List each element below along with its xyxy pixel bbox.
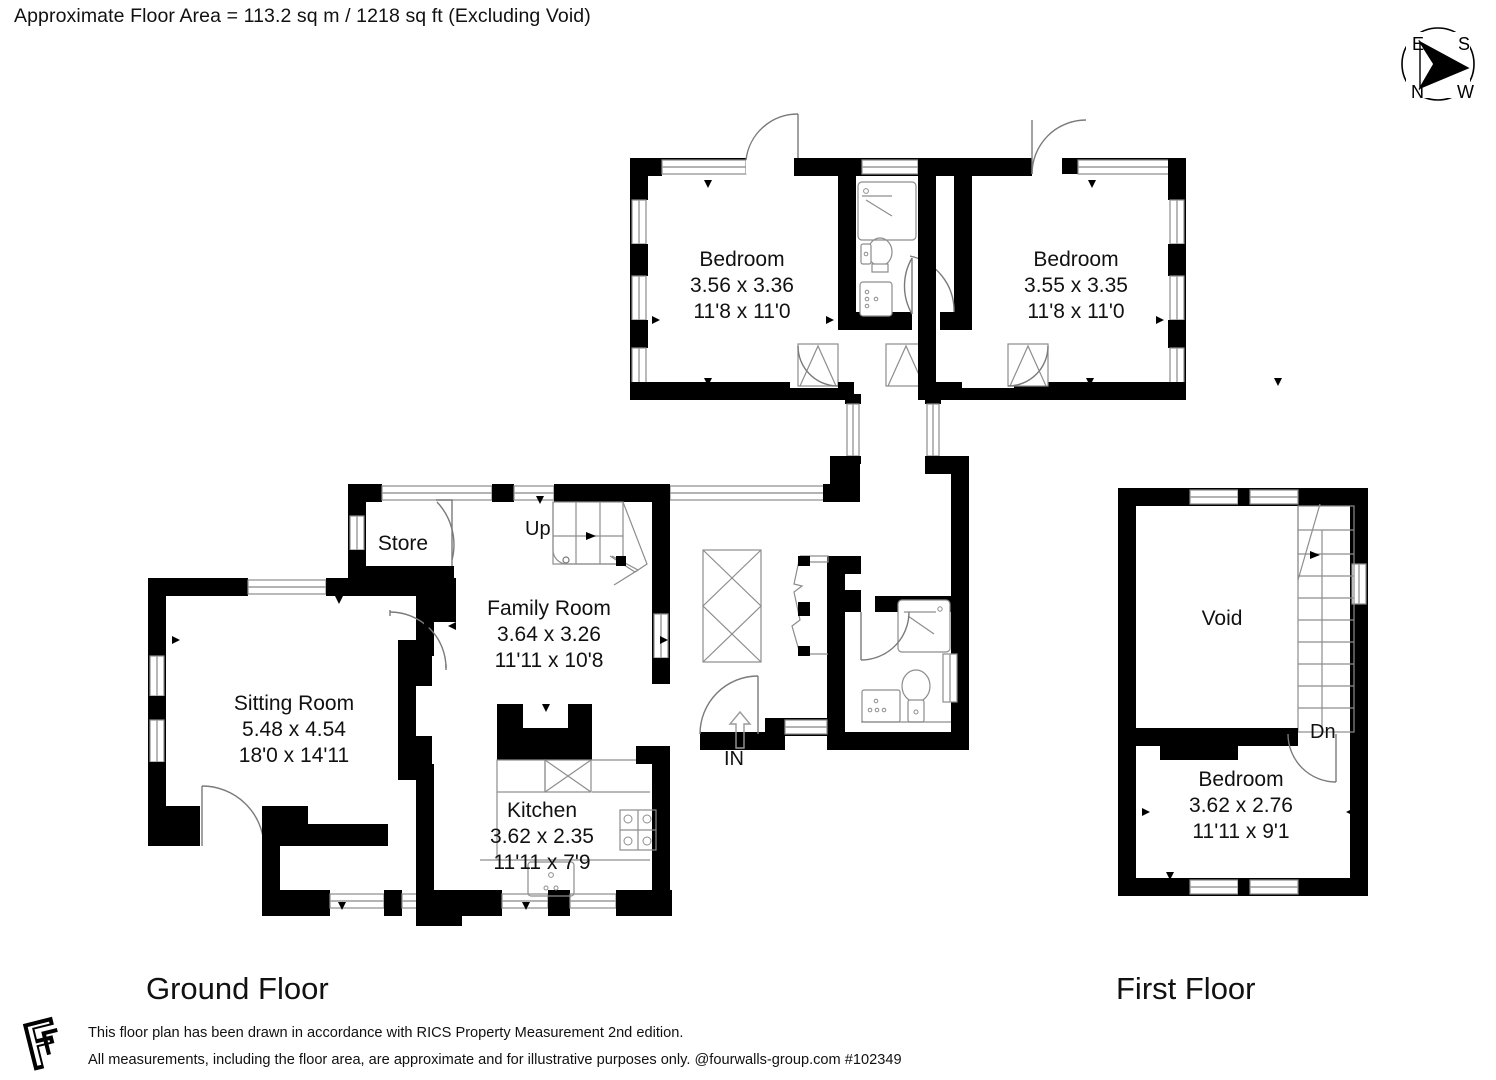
compass-rose: E S N W (1401, 27, 1475, 102)
label-bedroom-3-name: Bedroom (1198, 768, 1283, 791)
first-floor-block (1118, 488, 1368, 896)
label-family-room-imperial: 11'11 x 10'8 (495, 649, 604, 672)
stairs-down (1297, 503, 1355, 733)
fourwalls-logo (22, 1016, 58, 1071)
compass-label-w: W (1457, 82, 1474, 102)
label-stairs-up: Up (525, 518, 551, 540)
first-floor-title: First Floor (1116, 971, 1256, 1006)
ground-floor-title: Ground Floor (146, 971, 329, 1006)
label-bedroom-3-imperial: 11'11 x 9'1 (1192, 820, 1289, 843)
room-labels: Bedroom 3.56 x 3.36 11'8 x 11'0 Bedroom … (234, 248, 1336, 874)
label-sitting-room-imperial: 18'0 x 14'11 (239, 744, 349, 767)
label-sitting-room-name: Sitting Room (234, 692, 354, 715)
floor-area-note: Approximate Floor Area = 113.2 sq m / 12… (14, 5, 591, 27)
label-store-name: Store (378, 532, 428, 555)
compass-label-s: S (1458, 34, 1470, 54)
label-stairs-down: Dn (1310, 721, 1336, 743)
label-entrance-in: IN (724, 748, 744, 770)
label-sitting-room-metric: 5.48 x 4.54 (242, 718, 346, 741)
label-bedroom-2-metric: 3.55 x 3.35 (1024, 274, 1128, 297)
label-bedroom-1-name: Bedroom (699, 248, 784, 271)
label-family-room-name: Family Room (487, 597, 611, 620)
label-bedroom-2-name: Bedroom (1033, 248, 1118, 271)
footer-rics-note: This floor plan has been drawn in accord… (88, 1025, 684, 1041)
label-family-room-metric: 3.64 x 3.26 (497, 623, 601, 646)
compass-label-e: E (1412, 34, 1424, 54)
label-bedroom-1-imperial: 11'8 x 11'0 (693, 300, 790, 323)
label-bedroom-2-imperial: 11'8 x 11'0 (1027, 300, 1124, 323)
ground-floor-block (148, 456, 969, 926)
stairs-up (552, 501, 648, 586)
label-bedroom-3-metric: 3.62 x 2.76 (1189, 794, 1293, 817)
label-kitchen-imperial: 11'11 x 7'9 (493, 851, 590, 874)
upper-bedrooms-block (630, 113, 1282, 457)
footer-disclaimer: All measurements, including the floor ar… (88, 1052, 902, 1068)
label-bedroom-1-metric: 3.56 x 3.36 (690, 274, 794, 297)
label-void-name: Void (1202, 607, 1243, 630)
label-kitchen-metric: 3.62 x 2.35 (490, 825, 594, 848)
compass-label-n: N (1411, 82, 1424, 102)
label-kitchen-name: Kitchen (507, 799, 577, 822)
